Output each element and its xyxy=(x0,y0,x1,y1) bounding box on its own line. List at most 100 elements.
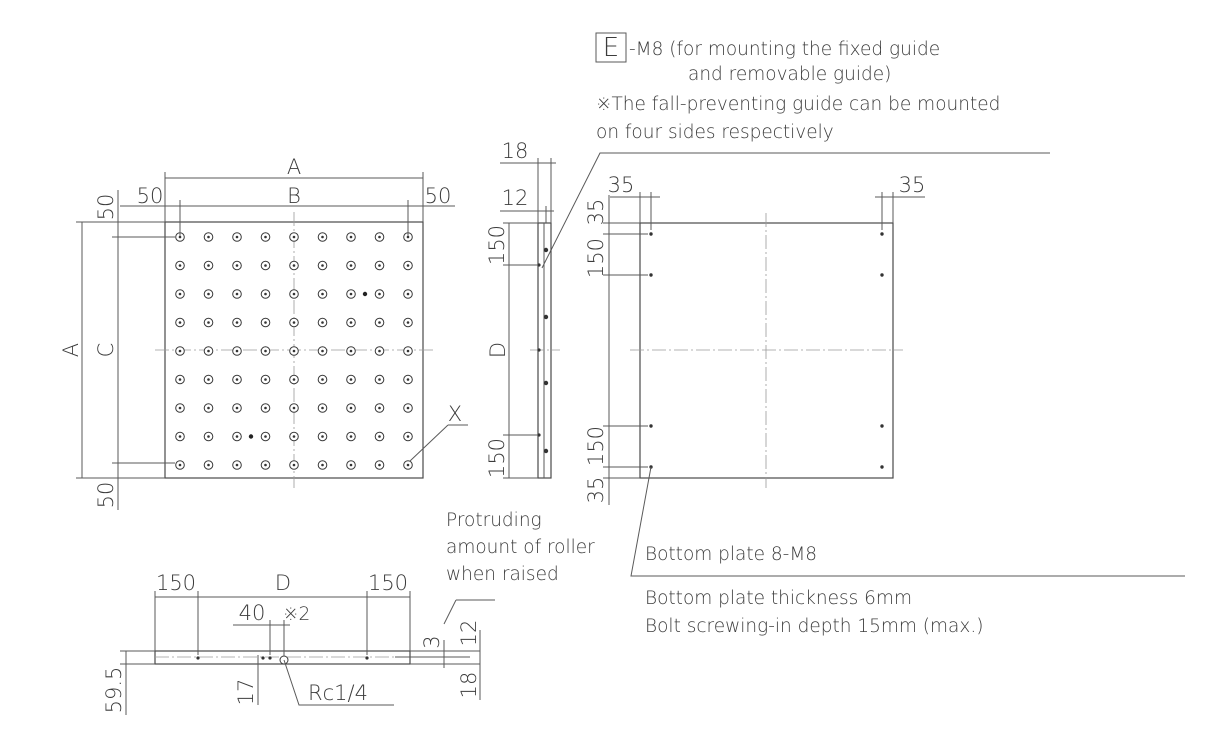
bottom-plate-leader xyxy=(630,466,1185,577)
front-view: A B 50 50 A C 50 50 X xyxy=(59,155,468,510)
grid-hole-center xyxy=(235,264,239,267)
grid-hole-center xyxy=(264,435,267,438)
grid-hole-center xyxy=(264,264,267,267)
dim-150-rear-top: 150 xyxy=(584,238,608,278)
grid-hole-center xyxy=(406,235,410,239)
side-hole xyxy=(537,263,541,267)
protruding-note: Protruding amount of roller when raised xyxy=(446,510,595,585)
dim-17: 17 xyxy=(234,679,258,706)
grid-hole-center xyxy=(378,349,381,353)
grid-hole-center xyxy=(178,406,182,410)
grid-hole-center xyxy=(235,378,239,381)
grid-hole-center xyxy=(349,292,353,296)
dim-50-top: 50 xyxy=(94,194,118,221)
note-2: ※2 xyxy=(283,604,310,625)
grid-hole-center xyxy=(292,378,296,381)
dim-150-bright: 150 xyxy=(368,571,408,595)
grid-hole-center xyxy=(292,321,296,324)
grid-hole-center xyxy=(406,463,410,467)
grid-hole-center xyxy=(292,406,296,410)
depth-note: Bolt screwing-in depth 15mm (max.) xyxy=(645,616,983,637)
e-symbol: E xyxy=(603,33,619,63)
grid-hole-center xyxy=(292,463,296,467)
grid-hole-center xyxy=(292,292,296,296)
bottom-hole xyxy=(365,656,369,660)
grid-hole-center xyxy=(264,378,267,381)
side-hole xyxy=(543,314,549,320)
dim-40: 40 xyxy=(239,601,266,625)
bottom-hole xyxy=(196,656,200,660)
side-holes xyxy=(537,247,549,454)
dim-50-right: 50 xyxy=(425,184,452,208)
rear-hole xyxy=(649,424,653,428)
rear-hole xyxy=(649,232,653,236)
dim-c-left: C xyxy=(94,343,118,358)
dim-150-bottom: 150 xyxy=(485,438,509,478)
dim-18: 18 xyxy=(502,139,529,163)
grid-hole-center xyxy=(378,378,381,381)
dim-12: 12 xyxy=(502,186,529,210)
dim-18-bottom: 18 xyxy=(457,672,481,699)
dim-35-right: 35 xyxy=(899,173,926,197)
grid-hole-center xyxy=(378,435,381,438)
grid-hole-center xyxy=(235,406,239,410)
grid-hole-center xyxy=(406,292,410,296)
dim-d-side: D xyxy=(486,342,510,358)
rear-holes xyxy=(649,232,884,469)
e-note-line1: -M8 (for mounting the fixed guide xyxy=(629,39,940,60)
dim-150-rear-bottom: 150 xyxy=(584,426,608,466)
grid-hole-center xyxy=(207,349,210,353)
dim-50-left: 50 xyxy=(137,184,164,208)
grid-hole-center xyxy=(321,406,324,410)
grid-hole-center xyxy=(321,264,324,267)
grid-hole-center xyxy=(207,463,210,467)
x-leader xyxy=(409,424,449,462)
grid-hole-center xyxy=(349,378,353,381)
grid-hole-center xyxy=(378,264,381,267)
grid-hole-center xyxy=(264,463,267,467)
rear-hole xyxy=(649,273,653,277)
rear-plate-outline xyxy=(639,222,894,479)
grid-hole-center xyxy=(178,235,182,239)
grid-hole-center xyxy=(235,463,239,467)
dim-12-bottom: 12 xyxy=(457,620,481,647)
grid-hole-center xyxy=(178,378,182,381)
grid-hole-center xyxy=(178,349,182,353)
grid-hole-center xyxy=(235,349,239,353)
grid-hole-center xyxy=(178,264,182,267)
grid-hole-center xyxy=(349,463,353,467)
bottom-plate-note: Bottom plate 8-M8 xyxy=(645,544,817,565)
grid-hole-center xyxy=(378,235,381,239)
dim-150-bleft: 150 xyxy=(156,571,196,595)
grid-hole-center xyxy=(406,349,410,353)
side-hole xyxy=(537,348,541,352)
grid-hole-center xyxy=(207,292,210,296)
grid-hole-center xyxy=(349,264,353,267)
grid-hole-center xyxy=(349,435,353,438)
side-view: 18 12 150 D 150 xyxy=(485,139,560,479)
grid-hole-center xyxy=(178,321,182,324)
protruding-line1: Protruding xyxy=(446,510,542,531)
grid-hole-center xyxy=(207,321,210,324)
dim-59-5: 59.5 xyxy=(102,667,126,714)
grid-hole-center xyxy=(349,321,353,324)
grid-hole-center xyxy=(235,235,239,239)
grid-hole-center xyxy=(349,406,353,410)
grid-hole-center xyxy=(378,463,381,467)
dim-3-leader xyxy=(443,599,457,625)
grid-hole-center xyxy=(321,463,324,467)
grid-hole-center xyxy=(292,264,296,267)
grid-hole-center xyxy=(321,349,324,353)
rc-leader xyxy=(283,659,394,706)
grid-hole-center xyxy=(406,264,410,267)
mounting-hole xyxy=(362,291,368,297)
grid-hole-center xyxy=(292,435,296,438)
e-note-line2: and removable guide) xyxy=(688,64,891,85)
protruding-line2: amount of roller xyxy=(446,537,595,558)
grid-hole-center xyxy=(321,435,324,438)
grid-hole-center xyxy=(207,378,210,381)
grid-hole-center xyxy=(207,264,210,267)
grid-hole-center xyxy=(378,292,381,296)
side-hole xyxy=(537,433,541,437)
